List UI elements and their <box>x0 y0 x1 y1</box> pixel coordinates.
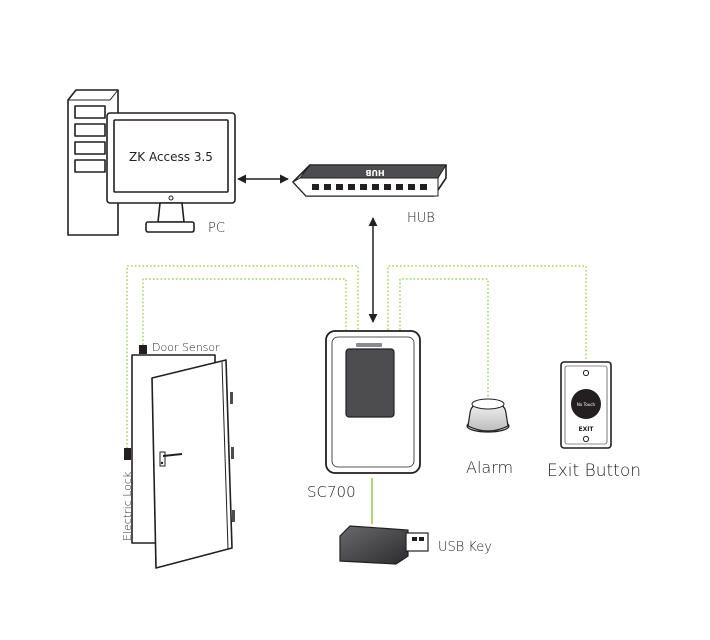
wire-alarm <box>399 278 489 400</box>
exit-touch-pad <box>571 389 601 419</box>
hub-face-text: HUB <box>365 168 384 177</box>
pc-label: PC <box>208 221 225 236</box>
door: Door Sensor Electric Lock <box>121 341 235 569</box>
usb-key-label: USB Key <box>438 540 492 555</box>
exit-small-text: EXIT <box>578 426 594 433</box>
pc-monitor: ZK Access 3.5 <box>106 112 236 233</box>
hub-port <box>336 184 343 190</box>
door-sensor-block <box>139 345 147 354</box>
door-handle <box>159 451 183 467</box>
wire-electric-lock <box>126 265 359 452</box>
hub-port <box>420 184 427 190</box>
hub-port <box>384 184 391 190</box>
sc700-label: SC700 <box>307 483 356 501</box>
sc700-card-window <box>345 348 395 418</box>
hub-port <box>360 184 367 190</box>
hub-port <box>348 184 355 190</box>
pc: ZK Access 3.5 PC <box>67 89 236 236</box>
wire-exit-button <box>387 265 587 362</box>
pc-screen-text: ZK Access 3.5 <box>129 150 213 164</box>
sc700-device: SC700 <box>307 330 421 501</box>
pc-tower <box>67 89 119 236</box>
wiring <box>126 265 587 524</box>
hub-label: HUB <box>407 211 435 226</box>
door-sensor-label: Door Sensor <box>152 341 220 354</box>
hub-ports <box>312 184 427 190</box>
exit-button: No Touch EXIT Exit Button <box>547 361 641 481</box>
hub-port <box>396 184 403 190</box>
exit-face-text: No Touch <box>577 402 596 407</box>
exit-button-label: Exit Button <box>547 461 641 481</box>
sc700-led <box>356 343 382 347</box>
hub: HUB HUB <box>292 164 447 226</box>
hub-port <box>408 184 415 190</box>
usb-key: USB Key <box>339 525 492 565</box>
alarm-label: Alarm <box>466 458 513 477</box>
hub-port <box>324 184 331 190</box>
wire-door-sensor <box>142 278 347 345</box>
hub-port <box>372 184 379 190</box>
electric-lock-label: Electric Lock <box>121 471 134 541</box>
hub-port <box>312 184 319 190</box>
alarm: Alarm <box>466 398 513 477</box>
electric-lock-block <box>124 448 131 460</box>
